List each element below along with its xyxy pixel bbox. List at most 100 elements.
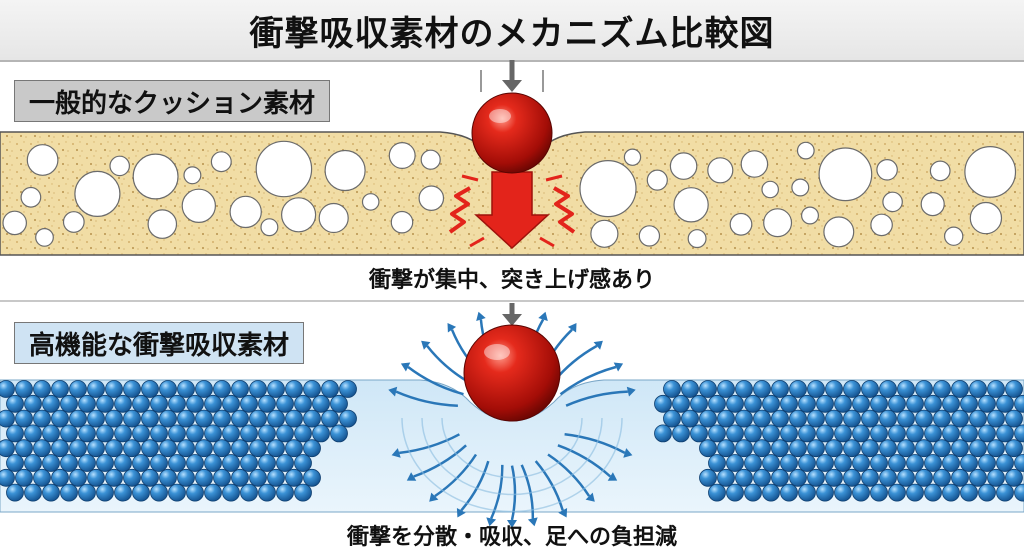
absorber-bead xyxy=(870,424,888,443)
absorber-bead xyxy=(159,468,177,487)
absorber-bead xyxy=(24,394,42,413)
absorber-bead xyxy=(276,483,294,502)
absorber-bead xyxy=(798,454,816,472)
absorber-bead xyxy=(690,394,708,413)
absorber-bead xyxy=(177,380,195,398)
absorber-bead xyxy=(114,424,132,443)
absorber-bead xyxy=(78,483,96,502)
foam-bubble xyxy=(729,212,753,236)
impact-ball-top xyxy=(471,92,553,174)
absorber-bead xyxy=(861,380,879,398)
absorber-bead xyxy=(60,394,78,413)
absorber-bead xyxy=(258,454,276,472)
absorber-bead xyxy=(222,483,240,502)
foam-bubble xyxy=(800,206,819,225)
absorber-bead xyxy=(78,394,96,413)
foam-bubble xyxy=(791,178,810,197)
absorber-bead xyxy=(213,409,231,428)
foam-bubble xyxy=(579,160,637,218)
absorber-bead xyxy=(240,483,258,502)
absorber-bead xyxy=(798,483,816,502)
absorber-bead xyxy=(960,424,978,443)
ripple-arc xyxy=(421,417,603,496)
dispersion-arrowhead xyxy=(567,323,577,333)
dispersion-arrow xyxy=(534,460,564,511)
absorber-bead xyxy=(834,424,852,443)
absorber-bead xyxy=(285,439,303,458)
absorber-bead xyxy=(987,468,1005,487)
foam-bubble xyxy=(707,157,734,184)
absorber-bead xyxy=(96,454,114,472)
absorber-bead xyxy=(6,424,24,443)
foam-bubble xyxy=(35,227,54,247)
page-title: 衝撃吸収素材のメカニズム比較図 xyxy=(249,13,775,54)
absorber-bead xyxy=(159,380,177,398)
absorber-bead xyxy=(1005,409,1023,428)
dispersion-arrowhead xyxy=(447,323,457,333)
absorber-bead xyxy=(969,468,987,487)
absorber-bead xyxy=(699,380,717,398)
dispersion-arrowhead xyxy=(507,520,517,528)
absorber-bead xyxy=(987,439,1005,458)
foam-bubble xyxy=(882,191,903,213)
absorber-bead xyxy=(762,424,780,443)
absorber-bead xyxy=(6,454,24,472)
absorber-bead xyxy=(942,483,960,502)
absorber-bead xyxy=(132,483,150,502)
absorber-bead xyxy=(654,424,672,443)
absorber-bead xyxy=(123,409,141,428)
absorber-bead xyxy=(978,454,996,472)
absorber-bead xyxy=(222,454,240,472)
absorber-bead xyxy=(195,439,213,458)
absorber-bead xyxy=(123,439,141,458)
foam-bubble xyxy=(638,225,661,247)
label-high-performance-absorber: 高機能な衝撃吸収素材 xyxy=(14,322,305,364)
absorber-bead xyxy=(240,454,258,472)
dispersion-arrowhead xyxy=(527,517,538,527)
caption-high-performance: 衝撃を分散・吸収、足への負担減 xyxy=(346,525,677,550)
absorber-bead xyxy=(933,439,951,458)
foam-bubble xyxy=(687,229,707,249)
absorber-bead xyxy=(933,380,951,398)
absorber-bead xyxy=(42,454,60,472)
foam-bubble xyxy=(929,160,951,182)
absorber-bead xyxy=(33,409,51,428)
absorber-bead xyxy=(699,468,717,487)
foam-bubble xyxy=(229,195,262,229)
absorber-bead xyxy=(87,380,105,398)
dispersion-arrow xyxy=(413,444,467,478)
absorber-bead xyxy=(753,380,771,398)
absorber-bead xyxy=(906,394,924,413)
absorber-bead xyxy=(969,439,987,458)
dispersion-arrowhead xyxy=(626,386,636,397)
absorber-bead xyxy=(150,394,168,413)
absorber-bead xyxy=(843,439,861,458)
absorber-bead xyxy=(177,409,195,428)
foam-bubble xyxy=(2,210,27,236)
absorber-bead xyxy=(834,454,852,472)
absorber-bead xyxy=(789,409,807,428)
absorber-bead xyxy=(0,439,15,458)
dispersion-arrow xyxy=(460,460,490,512)
absorber-bead xyxy=(87,439,105,458)
absorber-bead xyxy=(312,424,330,443)
dispersion-arrow xyxy=(395,390,458,407)
absorber-bead xyxy=(789,468,807,487)
absorber-bead xyxy=(807,380,825,398)
foam-bubble xyxy=(761,180,779,199)
absorber-bead xyxy=(735,409,753,428)
foam-bubble xyxy=(590,219,619,248)
absorber-bead xyxy=(294,483,312,502)
absorber-bead xyxy=(15,439,33,458)
absorber-bead xyxy=(1005,380,1023,398)
absorber-bead xyxy=(744,483,762,502)
caption-conventional: 衝撃が集中、突き上げ感あり xyxy=(368,268,655,293)
absorber-bead xyxy=(321,380,339,398)
absorber-bead xyxy=(735,439,753,458)
absorber-bead xyxy=(249,409,267,428)
absorber-bead xyxy=(681,409,699,428)
absorber-bead xyxy=(924,483,942,502)
foam-bubble xyxy=(181,188,216,223)
absorber-bead xyxy=(60,483,78,502)
absorber-bead xyxy=(294,424,312,443)
